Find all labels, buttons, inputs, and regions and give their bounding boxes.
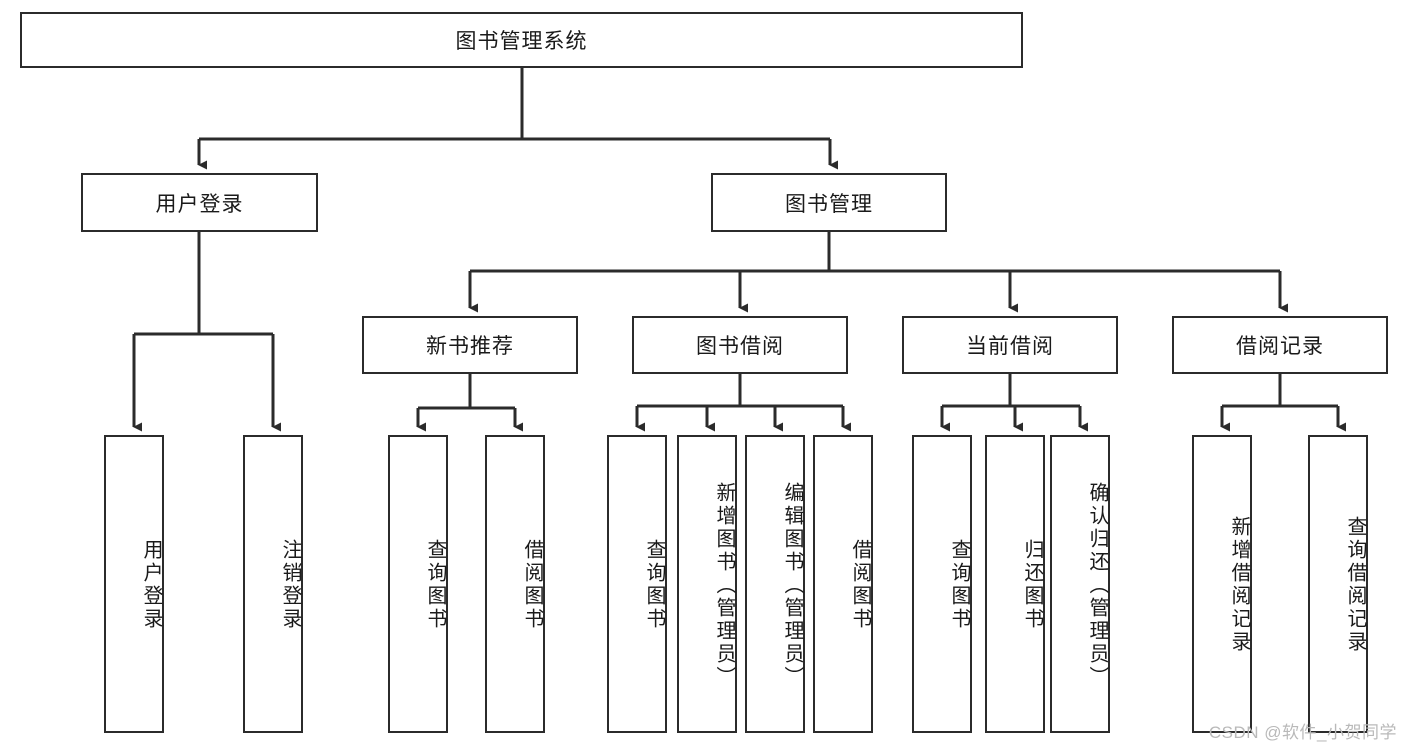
node-leaf-borrow-book-1-label: 借阅图书 [521, 539, 543, 631]
node-leaf-query-book-1-label: 查询图书 [424, 539, 446, 631]
node-root-label: 图书管理系统 [455, 30, 588, 53]
node-leaf-query-record-label: 查询借阅记录 [1344, 516, 1366, 654]
node-leaf-query-book-2[interactable]: 查询图书 [607, 435, 667, 733]
node-book-borrow-label: 图书借阅 [696, 335, 784, 358]
node-leaf-add-book[interactable]: 新增图书（管理员） [677, 435, 737, 733]
node-leaf-borrow-book-2-label: 借阅图书 [849, 539, 871, 631]
node-user-login[interactable]: 用户登录 [81, 173, 318, 232]
node-current-borrow[interactable]: 当前借阅 [902, 316, 1118, 374]
node-borrow-record-label: 借阅记录 [1236, 335, 1324, 358]
node-borrow-record[interactable]: 借阅记录 [1172, 316, 1388, 374]
node-leaf-logout-label: 注销登录 [279, 539, 301, 631]
node-leaf-return-book[interactable]: 归还图书 [985, 435, 1045, 733]
node-leaf-borrow-book-2[interactable]: 借阅图书 [813, 435, 873, 733]
node-leaf-add-record-label: 新增借阅记录 [1228, 516, 1250, 654]
node-leaf-edit-book[interactable]: 编辑图书（管理员） [745, 435, 805, 733]
node-leaf-return-book-label: 归还图书 [1021, 539, 1043, 631]
node-root[interactable]: 图书管理系统 [20, 12, 1023, 68]
node-leaf-confirm-return[interactable]: 确认归还（管理员） [1050, 435, 1110, 733]
node-leaf-add-book-label: 新增图书（管理员） [713, 481, 735, 689]
node-leaf-logout[interactable]: 注销登录 [243, 435, 303, 733]
node-leaf-query-book-2-label: 查询图书 [643, 539, 665, 631]
node-leaf-borrow-book-1[interactable]: 借阅图书 [485, 435, 545, 733]
node-book-manage-label: 图书管理 [785, 192, 873, 216]
node-leaf-user-login[interactable]: 用户登录 [104, 435, 164, 733]
node-book-borrow[interactable]: 图书借阅 [632, 316, 848, 374]
node-leaf-query-book-1[interactable]: 查询图书 [388, 435, 448, 733]
node-book-manage[interactable]: 图书管理 [711, 173, 947, 232]
node-leaf-query-book-3[interactable]: 查询图书 [912, 435, 972, 733]
node-leaf-user-login-label: 用户登录 [140, 539, 162, 631]
csdn-watermark: CSDN @软件_小贺同学 [1208, 723, 1397, 742]
node-leaf-add-record[interactable]: 新增借阅记录 [1192, 435, 1252, 733]
node-leaf-query-book-3-label: 查询图书 [948, 539, 970, 631]
node-leaf-query-record[interactable]: 查询借阅记录 [1308, 435, 1368, 733]
node-new-book-rec-label: 新书推荐 [426, 335, 514, 358]
node-user-login-label: 用户登录 [155, 192, 244, 216]
node-leaf-confirm-return-label: 确认归还（管理员） [1086, 481, 1108, 689]
node-leaf-edit-book-label: 编辑图书（管理员） [781, 481, 803, 689]
node-new-book-rec[interactable]: 新书推荐 [362, 316, 578, 374]
node-current-borrow-label: 当前借阅 [966, 335, 1054, 358]
